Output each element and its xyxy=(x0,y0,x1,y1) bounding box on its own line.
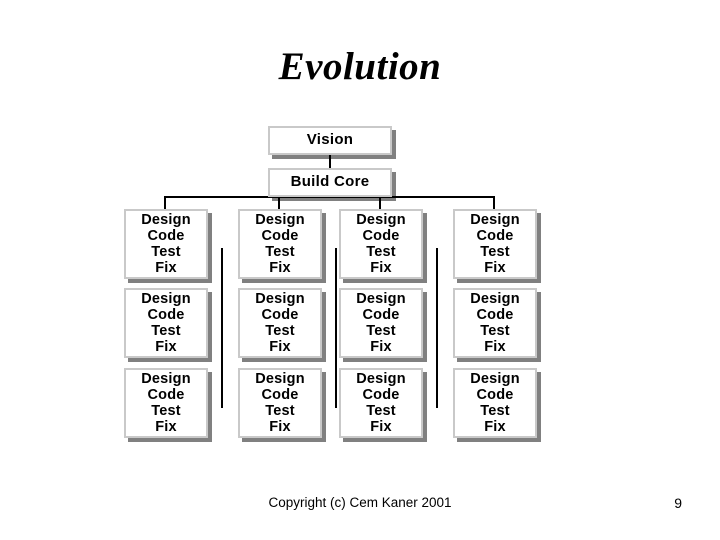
copyright-footer: Copyright (c) Cem Kaner 2001 xyxy=(268,495,452,510)
cell-line-code: Code xyxy=(147,306,185,323)
cell-line-fix: Fix xyxy=(269,339,291,356)
cell-line-test: Test xyxy=(151,403,181,419)
cell-r3c3: Design Code Test Fix xyxy=(339,368,423,438)
connector-vision-to-buildcore xyxy=(329,154,331,172)
cell-line-fix: Fix xyxy=(155,260,177,277)
cell-r1c1: Design Code Test Fix xyxy=(124,209,208,279)
cell-line-code: Code xyxy=(362,227,400,244)
cell-line-test: Test xyxy=(480,403,510,419)
connector-col4-down xyxy=(493,196,495,210)
cell-line-code: Code xyxy=(147,227,185,244)
cell-line-fix: Fix xyxy=(269,419,291,436)
cell-line-fix: Fix xyxy=(269,260,291,277)
connector-col2-spine xyxy=(335,248,337,408)
page-title: Evolution xyxy=(278,45,442,88)
cell-r1c4: Design Code Test Fix xyxy=(453,209,537,279)
cell-line-design: Design xyxy=(255,290,305,307)
cell-line-test: Test xyxy=(265,403,295,419)
cell-r2c4: Design Code Test Fix xyxy=(453,288,537,358)
cell-line-design: Design xyxy=(470,370,520,387)
cell-r1c2: Design Code Test Fix xyxy=(238,209,322,279)
cell-line-code: Code xyxy=(362,306,400,323)
cell-line-fix: Fix xyxy=(370,339,392,356)
cell-line-test: Test xyxy=(265,323,295,339)
cell-line-design: Design xyxy=(255,211,305,228)
cell-line-test: Test xyxy=(480,244,510,260)
cell-line-fix: Fix xyxy=(484,339,506,356)
cell-line-fix: Fix xyxy=(484,419,506,436)
cell-r3c1: Design Code Test Fix xyxy=(124,368,208,438)
cell-line-test: Test xyxy=(265,244,295,260)
connector-col2-down xyxy=(278,196,280,210)
cell-line-design: Design xyxy=(356,370,406,387)
cell-line-test: Test xyxy=(366,244,396,260)
cell-r2c3: Design Code Test Fix xyxy=(339,288,423,358)
cell-line-test: Test xyxy=(366,323,396,339)
cell-line-design: Design xyxy=(356,211,406,228)
cell-line-design: Design xyxy=(470,211,520,228)
connector-col1-spine xyxy=(221,248,223,408)
cell-line-fix: Fix xyxy=(155,419,177,436)
cell-line-design: Design xyxy=(141,211,191,228)
cell-line-fix: Fix xyxy=(484,260,506,277)
node-build-core-label: Build Core xyxy=(290,173,370,191)
connector-col3-down xyxy=(379,196,381,210)
connector-col1-down xyxy=(164,196,166,210)
cell-line-fix: Fix xyxy=(370,419,392,436)
cell-line-test: Test xyxy=(480,323,510,339)
cell-line-design: Design xyxy=(470,290,520,307)
cell-r1c3: Design Code Test Fix xyxy=(339,209,423,279)
page-number: 9 xyxy=(674,495,682,511)
cell-line-design: Design xyxy=(255,370,305,387)
node-build-core: Build Core xyxy=(268,168,392,197)
cell-line-code: Code xyxy=(362,386,400,403)
cell-line-code: Code xyxy=(476,386,514,403)
node-vision-label: Vision xyxy=(306,131,354,149)
cell-line-design: Design xyxy=(356,290,406,307)
cell-line-fix: Fix xyxy=(370,260,392,277)
cell-r2c1: Design Code Test Fix xyxy=(124,288,208,358)
node-vision: Vision xyxy=(268,126,392,155)
cell-line-fix: Fix xyxy=(155,339,177,356)
cell-line-code: Code xyxy=(261,306,299,323)
cell-line-code: Code xyxy=(147,386,185,403)
cell-r3c2: Design Code Test Fix xyxy=(238,368,322,438)
cell-line-test: Test xyxy=(151,323,181,339)
cell-line-design: Design xyxy=(141,370,191,387)
cell-line-design: Design xyxy=(141,290,191,307)
connector-col3-spine xyxy=(436,248,438,408)
cell-r3c4: Design Code Test Fix xyxy=(453,368,537,438)
cell-line-code: Code xyxy=(261,386,299,403)
cell-line-test: Test xyxy=(151,244,181,260)
cell-line-test: Test xyxy=(366,403,396,419)
cell-line-code: Code xyxy=(261,227,299,244)
cell-line-code: Code xyxy=(476,306,514,323)
cell-line-code: Code xyxy=(476,227,514,244)
cell-r2c2: Design Code Test Fix xyxy=(238,288,322,358)
